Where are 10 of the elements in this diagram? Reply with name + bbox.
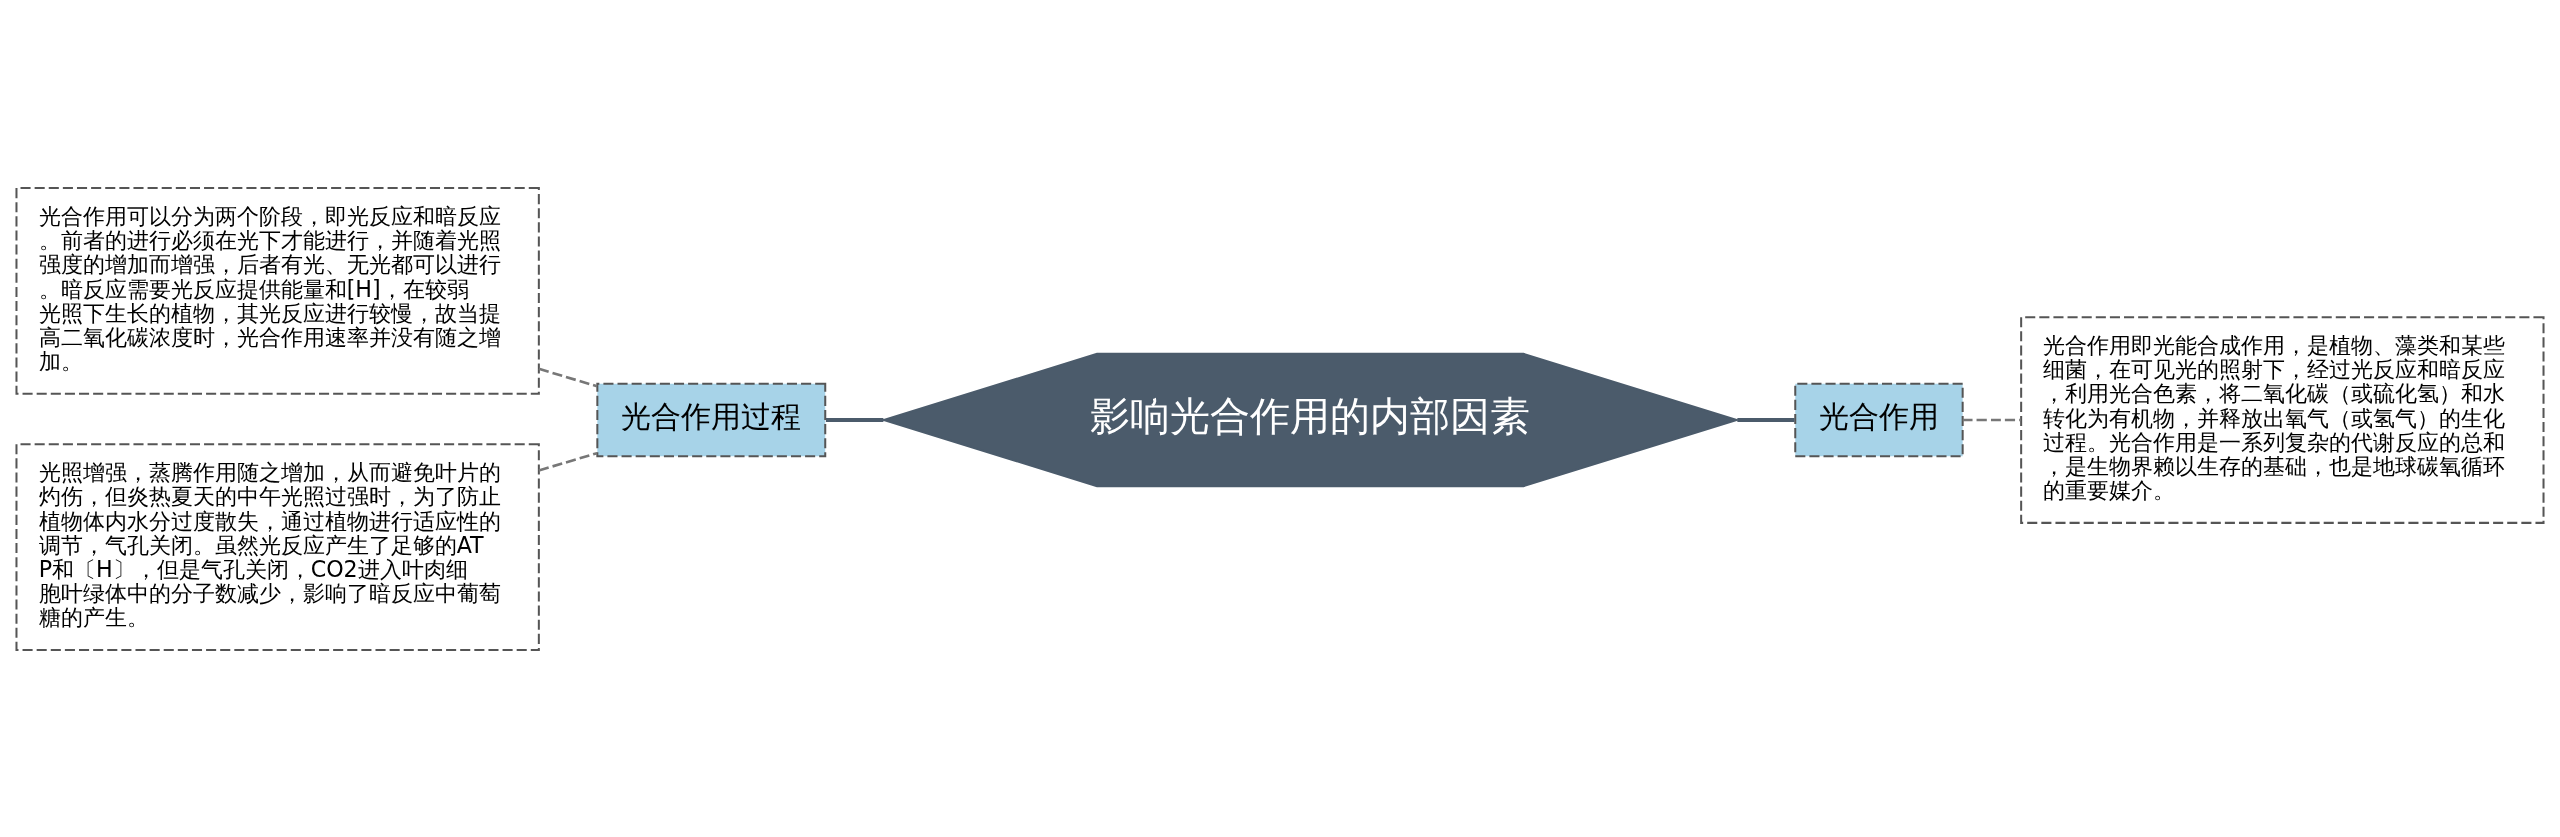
node-box: 光合作用可以分为两个阶段，即光反应和暗反应。前者的进行必须在光下才能进行，并随着光照强度的增加而增强，后者有光、无光都可以进行。暗反应需要光反应提供能量和[H]，在较弱光照下生长的植物，其光反应进行较慢，故当提高二氧化碳浓度时，光合作用速率并没有随之增加。 [15,186,540,395]
node-box: 光照增强，蒸腾作用随之增加，从而避免叶片的灼伤，但炎热夏天的中午光照过强时，为了防止植物体内水分过度散失，通过植物进行适应性的调节，气孔关闭。虽然光反应产生了足够的ATP和〔H〕，但是气孔关闭，CO2进入叶肉细胞叶绿体中的分子数减少，影响了暗反应中葡萄糖的产生。 [15,442,540,651]
connector [825,417,884,422]
node-box: 光合作用即光能合成作用，是植物、藻类和某些细菌，在可见光的照射下，经过光反应和暗反应，利用光合色素，将二氧化碳（或硫化氢）和水转化为有机物，并释放出氧气（或氢气）的生化过程。光合作用是一系列复杂的代谢反应的总和，是生物界赖以生存的基础，也是地球碳氧循环的重要媒介。 [2020,315,2545,524]
connector [1962,418,2021,421]
connector [538,451,598,472]
connector [538,367,598,388]
node-box: 光合作用 [1794,382,1964,457]
connector [1737,417,1795,422]
node-box: 光合作用过程 [596,382,827,457]
